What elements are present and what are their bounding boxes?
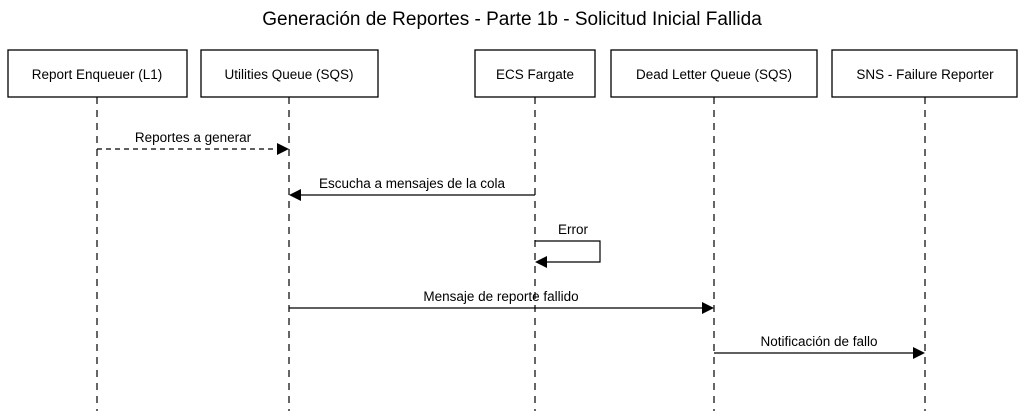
participant-label: Report Enqueuer (L1) bbox=[32, 67, 163, 82]
message-reporte-fallido: Mensaje de reporte fallido bbox=[289, 289, 714, 314]
diagram-title: Generación de Reportes - Parte 1b - Soli… bbox=[262, 9, 762, 30]
participant-dead-letter-queue: Dead Letter Queue (SQS) bbox=[610, 49, 818, 98]
participant-box bbox=[831, 49, 1018, 98]
arrowhead-icon bbox=[535, 256, 547, 268]
arrowhead-icon bbox=[913, 347, 925, 359]
participant-label: Dead Letter Queue (SQS) bbox=[636, 67, 792, 82]
message-label: Escucha a mensajes de la cola bbox=[319, 176, 506, 191]
participant-label: ECS Fargate bbox=[496, 67, 574, 82]
participant-box bbox=[7, 49, 188, 98]
message-label: Mensaje de reporte fallido bbox=[423, 289, 578, 304]
message-label: Error bbox=[558, 222, 589, 237]
participant-utilities-queue: Utilities Queue (SQS) bbox=[200, 49, 379, 98]
arrowhead-icon bbox=[289, 189, 301, 201]
message-arrow-line bbox=[535, 240, 601, 263]
participant-ecs-fargate: ECS Fargate bbox=[474, 49, 596, 98]
participant-box bbox=[474, 49, 596, 98]
lifelines bbox=[96, 97, 926, 411]
participant-box bbox=[610, 49, 818, 98]
message-label: Notificación de fallo bbox=[760, 334, 877, 349]
participant-label: SNS - Failure Reporter bbox=[856, 67, 994, 82]
message-notificacion-fallo: Notificación de fallo bbox=[714, 334, 925, 359]
arrowhead-icon bbox=[702, 302, 714, 314]
participant-report-enqueuer: Report Enqueuer (L1) bbox=[7, 49, 188, 98]
participant-sns-failure-reporter: SNS - Failure Reporter bbox=[831, 49, 1018, 98]
message-label: Reportes a generar bbox=[135, 130, 252, 145]
arrowhead-icon bbox=[277, 143, 289, 155]
message-escucha-mensajes: Escucha a mensajes de la cola bbox=[289, 176, 535, 201]
participant-box bbox=[200, 49, 379, 98]
participant-label: Utilities Queue (SQS) bbox=[224, 67, 353, 82]
message-reportes-a-generar: Reportes a generar bbox=[97, 130, 289, 155]
message-error-self: Error bbox=[535, 222, 601, 268]
